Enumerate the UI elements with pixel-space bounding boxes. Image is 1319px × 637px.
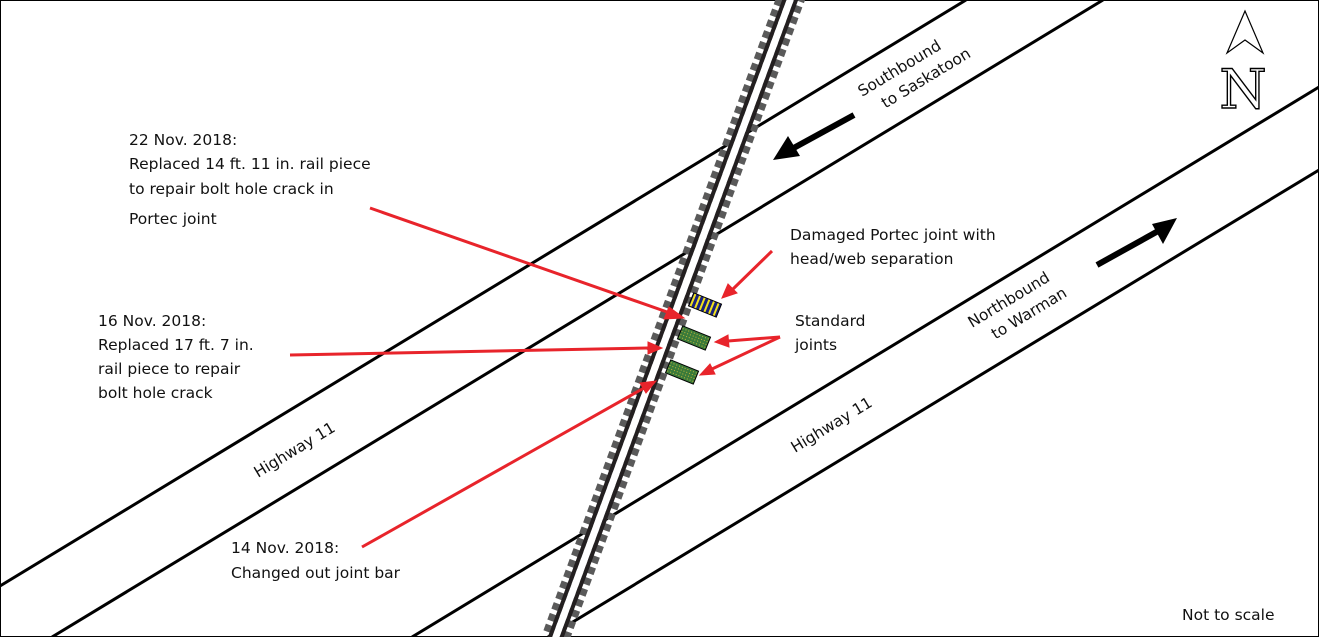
callout-standard-line2: joints: [794, 336, 837, 354]
callout-nov14: 14 Nov. 2018: Changed out joint bar: [231, 539, 401, 582]
callout-nov16-line2: Replaced 17 ft. 7 in.: [98, 336, 254, 354]
road-southbound-edge-outer: [0, 0, 967, 588]
callout-nov16: 16 Nov. 2018: Replaced 17 ft. 7 in. rail…: [98, 312, 254, 402]
leader-arrow-standard: [698, 334, 781, 376]
leader-arrow-nov16: [289, 341, 664, 357]
leader-arrow-nov14: [361, 380, 658, 549]
callout-nov16-line1: 16 Nov. 2018:: [98, 312, 206, 330]
callout-damaged-joint: Damaged Portec joint with head/web separ…: [790, 226, 996, 268]
standard-joint-upper: [676, 325, 712, 351]
callout-nov14-line2: Changed out joint bar: [231, 564, 401, 582]
arrow-southwest-icon: [773, 112, 856, 160]
callout-damaged-line2: head/web separation: [790, 250, 953, 268]
callout-standard-joints: Standard joints: [794, 312, 866, 354]
callout-nov22-line2: Replaced 14 ft. 11 in. rail piece: [129, 155, 371, 173]
direction-label-northbound: Northbound to Warman: [965, 268, 1070, 343]
callout-nov22-line1: 22 Nov. 2018:: [129, 131, 237, 149]
scale-note: Not to scale: [1182, 606, 1275, 624]
callout-nov22-line3: to repair bolt hole crack in: [129, 180, 334, 198]
rail-joints: [664, 292, 723, 385]
arrow-northeast-icon: [1095, 218, 1177, 268]
direction-label-southbound: Southbound to Saskatoon: [855, 36, 974, 112]
road-southbound-edge-inner: [51, 0, 1104, 637]
callout-nov16-line4: bolt hole crack: [98, 384, 213, 402]
north-arrow-icon: [1225, 9, 1265, 55]
callout-nov14-line1: 14 Nov. 2018:: [231, 539, 339, 557]
leader-arrows: [289, 206, 781, 549]
damaged-portec-joint: [687, 292, 723, 318]
callout-nov22: 22 Nov. 2018: Replaced 14 ft. 11 in. rai…: [129, 131, 371, 228]
road-northbound-edge-inner: [411, 85, 1319, 637]
compass-letter: N: [1219, 58, 1266, 121]
leader-arrow-nov22: [369, 206, 686, 320]
callout-damaged-line1: Damaged Portec joint with: [790, 226, 996, 244]
callout-standard-line1: Standard: [795, 312, 866, 330]
callout-nov22-line4: Portec joint: [129, 210, 217, 228]
leader-arrow-damaged: [721, 249, 774, 299]
callout-nov16-line3: rail piece to repair: [98, 360, 241, 378]
road-northbound-edge-outer: [547, 168, 1319, 637]
rail-west: [559, 0, 799, 637]
standard-joint-lower: [664, 359, 700, 385]
